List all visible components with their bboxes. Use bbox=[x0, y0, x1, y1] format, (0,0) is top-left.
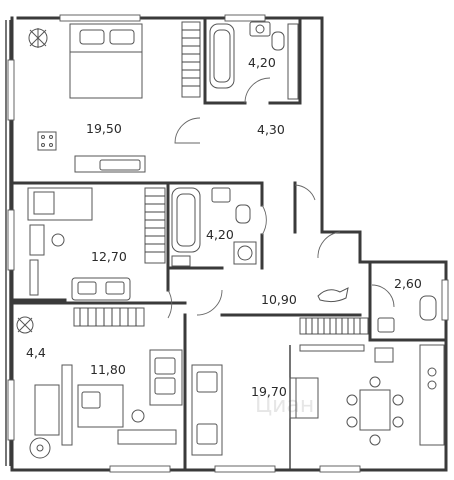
sink bbox=[249, 21, 271, 37]
room-11-furniture bbox=[16, 316, 183, 459]
area-label-room-11: 11,80 bbox=[90, 362, 126, 377]
inner-walls bbox=[10, 16, 448, 472]
top-bath-fixtures bbox=[209, 21, 299, 100]
windows bbox=[7, 14, 449, 473]
watermark-text: Циан bbox=[255, 393, 314, 418]
area-label-bedroom: 19,50 bbox=[86, 121, 122, 136]
area-label-bath-top: 4,20 bbox=[248, 55, 276, 70]
plant-icon bbox=[16, 316, 34, 334]
pet-icon bbox=[317, 287, 349, 303]
middle-bath-fixtures bbox=[144, 187, 257, 267]
bathtub bbox=[209, 23, 235, 89]
wc-fixtures bbox=[377, 295, 437, 333]
bedroom-furniture bbox=[28, 21, 201, 173]
living-kitchen-furniture bbox=[191, 344, 445, 456]
double-bed bbox=[69, 23, 143, 99]
area-labels: 19,50 4,20 4,30 4,20 12,70 10,90 2,60 4,… bbox=[26, 55, 422, 399]
toilet bbox=[271, 31, 285, 51]
area-label-room-12: 12,70 bbox=[91, 249, 127, 264]
area-label-balcony: 4,4 bbox=[26, 345, 46, 360]
area-label-living-kitchen: 19,70 bbox=[251, 384, 287, 399]
area-label-corridor: 10,90 bbox=[261, 292, 297, 307]
sofa bbox=[71, 277, 131, 301]
doors bbox=[167, 77, 395, 319]
room-12-furniture bbox=[27, 187, 131, 301]
area-label-hall-top: 4,30 bbox=[257, 122, 285, 137]
area-label-bath-middle: 4,20 bbox=[206, 227, 234, 242]
area-label-wc: 2,60 bbox=[394, 276, 422, 291]
corridor-fixtures bbox=[73, 287, 369, 335]
plant-icon bbox=[28, 28, 48, 48]
